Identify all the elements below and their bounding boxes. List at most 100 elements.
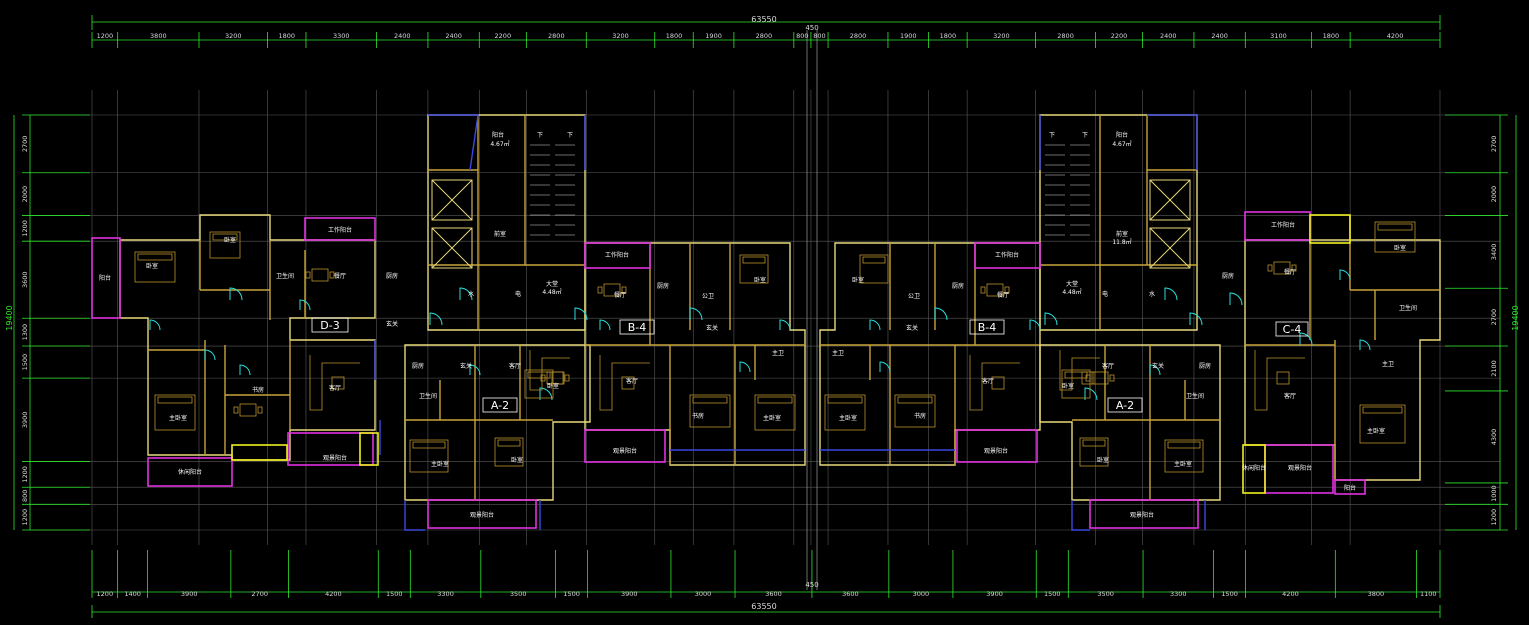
unit-label-b4-left: B-4 [628,321,647,334]
bed [739,254,769,284]
room-label: 餐厅 [1284,268,1296,276]
chair [564,374,570,382]
door-swing [1044,312,1058,326]
sofa [529,350,570,391]
dimension-value-bottom: 1100 [1420,590,1437,598]
dimension-value-bottom: 1200 [97,590,114,598]
room-label: 客厅 [509,362,521,370]
door-swing [204,349,216,361]
chair [540,374,546,382]
room-label: 卧室 [224,236,236,244]
chair [1109,374,1115,382]
room-label: 卫生间 [1399,304,1417,312]
dimension-value-bottom: 3600 [842,590,859,598]
glazing-a2-left [404,500,541,531]
room-label: 前室 [1116,230,1128,238]
door-swing [149,319,161,331]
glazing-d3-bottom [374,340,381,455]
room-label: 卫生间 [276,272,294,280]
dimension-value-left: 1200 [21,466,29,483]
room-label: 休闲阳台 [1242,464,1266,472]
room-label: 电 [515,290,521,298]
door-swing [779,319,791,331]
dimension-value-right: 1200 [1490,509,1498,526]
elevator-right-1 [1149,179,1191,221]
door-swing [934,307,948,321]
chair [1085,374,1091,382]
stair-flights [530,144,1090,236]
unit-b4-left-inner [585,243,805,465]
dimension-value-left: 2000 [21,186,29,203]
coffee-table [1081,371,1095,385]
chair [1267,264,1273,272]
room-label: 卧室 [1394,244,1406,252]
pillow [412,441,446,449]
dimension-value-right: 2100 [1490,360,1498,377]
room-label: 卧室 [852,276,864,284]
dimension-value-left: 1200 [21,220,29,237]
unit-label-box-a2-left [482,397,518,413]
pillow [212,233,238,241]
room-label: 观景阳台 [984,447,1008,455]
elevator-right-1-cross [1149,179,1191,221]
dimension-value-left: 1500 [21,354,29,371]
room-label: 厨房 [386,272,398,280]
total-dimension-top: 63550 [751,15,776,24]
unit-label-box-b4-right [969,319,1005,335]
bed [754,394,796,431]
core-details [431,179,1191,269]
room-label: 客厅 [1102,362,1114,370]
chair [1291,264,1297,272]
door-swing [869,319,881,331]
area-label: 11.8㎡ [1112,238,1131,246]
dimension-value-right: 2700 [1490,309,1498,326]
core-right-inner [1040,115,1197,330]
dimension-value-bottom: 4200 [1282,590,1299,598]
axis-grid [30,30,1500,590]
elevator-left-2 [431,227,473,269]
chair [257,406,263,414]
pillow [1064,371,1088,379]
room-label: 工作阳台 [328,226,352,234]
elevator-left-2-cross [431,227,473,269]
pillow [897,396,933,404]
door-swing [1164,287,1178,301]
room-label: 阳台 [99,274,111,282]
dimension-value-top: 2200 [495,32,512,40]
balcony-d3-yellow-2 [359,432,379,466]
room-label: 公卫 [702,293,714,300]
balcony-a2-left [427,499,537,529]
balcony-d3-left [91,237,121,319]
bed [154,394,196,431]
dimension-value-bottom: 3800 [1368,590,1385,598]
door-swing [229,287,243,301]
dimension-value-bottom: 1500 [386,590,403,598]
dimension-value-bottom: 3600 [765,590,782,598]
door-swing [739,361,751,373]
room-label: 主卫 [772,349,784,357]
room-label: 书房 [914,412,926,420]
sofa [969,355,1020,411]
door-swing [1229,292,1243,306]
room-label: 工作阳台 [1271,221,1295,229]
door-swing [599,319,611,331]
door-swing [469,364,481,376]
balcony-a2-right [1089,499,1199,529]
balcony-d3-living [287,432,374,466]
dimension-value-top: 2400 [394,32,411,40]
dimension-value-bottom: 3900 [621,590,638,598]
unit-d3-inner-walls [148,240,306,455]
pillow [137,253,173,261]
dimension-value-bottom: 3000 [913,590,930,598]
unit-c4-outline [1244,239,1441,481]
chair [597,286,603,294]
room-label: 玄关 [1152,362,1164,370]
dining-table [1273,261,1291,275]
chair [329,271,335,279]
dimension-value-bottom: 3000 [695,590,712,598]
room-label: 工作阳台 [605,251,629,259]
room-label: 下 [537,132,543,139]
dimension-value-top: 1800 [278,32,295,40]
pillow [862,256,886,264]
balcony-c4-master [1334,479,1366,495]
